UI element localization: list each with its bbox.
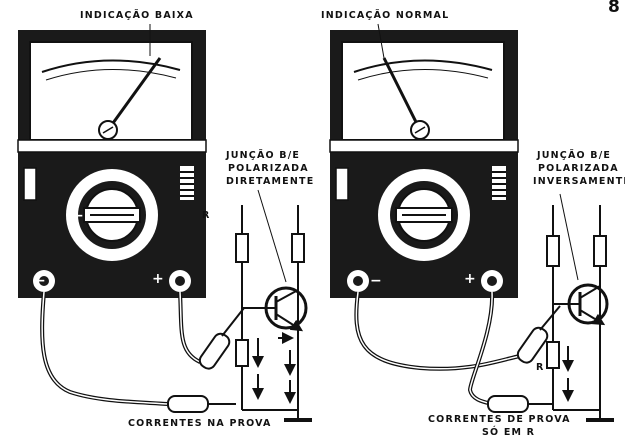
right-meter-caption: INDICAÇÃO NORMAL <box>321 10 450 21</box>
right-junction-label-2: POLARIZADA <box>538 163 619 174</box>
right-junction-label-1: JUNÇÃO B/E <box>537 150 612 161</box>
right-minus-sign: − <box>370 273 383 289</box>
left-resistor-collector-b <box>291 233 305 263</box>
right-ridged-knob <box>492 166 506 200</box>
right-r-label: R <box>536 362 545 373</box>
right-probe-cables <box>354 291 521 406</box>
page-number: 8 <box>608 0 620 17</box>
svg-text:+: + <box>146 208 158 224</box>
right-bottom-caption-1: CORRENTES DE PROVA <box>428 414 571 425</box>
left-multimeter: − + <box>17 30 207 298</box>
right-transistor <box>567 283 609 325</box>
left-scale-arc-outer <box>41 59 181 73</box>
left-ridged-knob <box>180 166 194 200</box>
left-r-label: R <box>202 210 211 221</box>
left-scale-arc-inner <box>45 69 177 81</box>
right-plus-sign: + <box>464 271 477 287</box>
left-junction-label-2: POLARIZADA <box>228 163 309 174</box>
left-side-switch <box>23 167 37 201</box>
left-red-probe <box>198 332 231 370</box>
left-resistor-collector-a <box>235 233 249 263</box>
left-junction-label-3: DIRETAMENTE <box>226 176 315 187</box>
left-black-probe <box>167 395 236 413</box>
left-bottom-caption: CORRENTES NA PROVA <box>128 418 272 429</box>
left-meter-caption: INDICAÇÃO BAIXA <box>80 10 194 21</box>
left-meter-needle <box>106 57 162 131</box>
right-bottom-caption-2: SÓ EM R <box>482 427 536 438</box>
right-resistor-collector-a <box>546 235 560 267</box>
right-side-switch <box>335 167 349 201</box>
left-plus-sign: + <box>152 271 165 287</box>
svg-text:−: − <box>72 208 84 224</box>
left-probe-cables <box>40 291 201 406</box>
left-resistor-r <box>235 339 249 367</box>
right-black-probe <box>487 395 552 413</box>
right-multimeter <box>329 30 519 298</box>
right-circuit <box>546 205 614 422</box>
left-circuit <box>235 205 312 422</box>
right-resistor-r <box>546 341 560 369</box>
right-resistor-collector-b <box>593 235 607 267</box>
right-red-probe <box>516 326 549 364</box>
right-meter-needle <box>382 57 422 131</box>
right-junction-label-3: INVERSAMENTE <box>533 176 625 187</box>
left-junction-label-1: JUNÇÃO B/E <box>226 150 301 161</box>
left-minus-sign: − <box>34 273 47 289</box>
